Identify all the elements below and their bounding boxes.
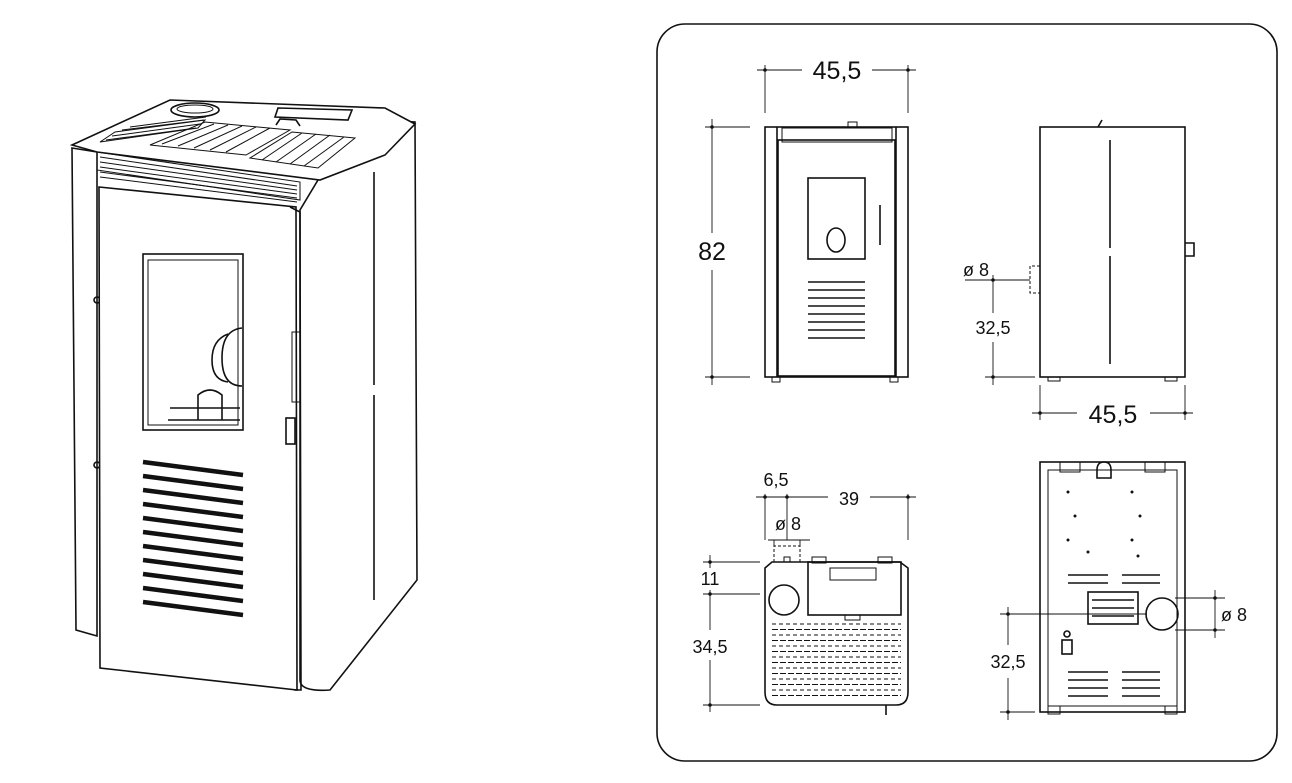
rear-body	[1039, 461, 1186, 713]
side-rear-handle	[1185, 242, 1195, 257]
grille-slat	[142, 529, 244, 548]
top-hopper-circle	[768, 584, 800, 616]
stove-front-door	[98, 186, 298, 691]
top-handle	[275, 118, 301, 127]
grille-slat	[142, 473, 244, 492]
grille-slat	[142, 515, 244, 534]
door-handle	[285, 417, 296, 445]
top-grille-left	[99, 116, 207, 143]
side-depth-label: 45,5	[1089, 401, 1138, 429]
burner-ring	[221, 327, 243, 387]
front-height-label: 82	[698, 238, 726, 266]
top-flue-outlet	[773, 545, 801, 562]
top-offset-label: 6,5	[763, 470, 788, 490]
top-view: 6,5 39 ø 8 11 34,5	[692, 470, 916, 715]
top-grille-center	[149, 121, 292, 156]
side-view: ø 8 32,5 45,5	[963, 119, 1195, 429]
pellet-hopper-rim	[176, 104, 214, 114]
pellet-hopper-lid	[170, 102, 220, 118]
front-air-grille	[142, 459, 244, 618]
control-panel-slot	[273, 107, 354, 121]
front-foot-right	[889, 376, 899, 383]
top-body	[764, 561, 909, 706]
rear-upper-vents	[1068, 574, 1160, 584]
top-control-slot	[829, 567, 877, 581]
top-flue-diameter-label: ø 8	[775, 514, 801, 534]
rear-flue-height-label: 32,5	[990, 652, 1025, 672]
top-back-offset-label: 11	[701, 569, 720, 589]
stove-side-panel	[299, 119, 418, 692]
burn-pot	[168, 389, 240, 421]
front-view: 45,5 82	[698, 57, 916, 385]
grille-slat	[142, 585, 244, 604]
burner-ring-inner	[211, 333, 229, 383]
front-foot-left	[771, 376, 781, 383]
rear-panel-block	[1087, 591, 1139, 625]
grille-slat	[142, 487, 244, 506]
top-lid	[807, 561, 902, 616]
fire-window-inner	[147, 259, 239, 426]
dimension-panel-frame	[656, 23, 1278, 762]
fire-window	[142, 253, 244, 431]
rear-inner-panel	[1047, 469, 1178, 707]
grille-slat	[142, 543, 244, 562]
side-flue-outlet	[1029, 265, 1040, 294]
rear-switch	[1061, 639, 1073, 655]
rear-view: ø 8 32,5	[990, 461, 1247, 720]
rear-screw-holes	[1066, 490, 1142, 558]
front-louvres	[808, 281, 865, 339]
front-width-label: 45,5	[813, 57, 862, 85]
front-top-knob	[847, 121, 858, 129]
top-lid-handle	[844, 615, 861, 621]
front-door	[777, 139, 896, 377]
side-foot-right	[1164, 376, 1178, 382]
grille-slat	[142, 571, 244, 590]
rear-lower-vents	[1068, 671, 1160, 697]
rear-flue-outlet	[1145, 597, 1179, 631]
door-edge	[289, 206, 302, 691]
side-flue-height-label: 32,5	[975, 318, 1010, 338]
top-spacing-label: 39	[839, 489, 859, 509]
grille-slat	[142, 557, 244, 576]
top-flue-depth-label: 34,5	[692, 637, 727, 657]
stove-perspective-illustration	[69, 99, 418, 692]
grille-slat	[142, 501, 244, 520]
side-foot-left	[1047, 376, 1061, 382]
stove-left-edge	[71, 147, 98, 638]
top-grille-right	[248, 131, 357, 169]
side-body	[1039, 126, 1186, 378]
side-flue-diameter-label: ø 8	[963, 260, 989, 280]
side-top-tab	[1097, 119, 1103, 128]
rear-fuse	[1063, 630, 1071, 638]
rear-flue-diameter-label: ø 8	[1221, 605, 1247, 625]
top-grille-lines	[772, 623, 901, 696]
front-burner	[826, 227, 846, 253]
front-top-grille	[781, 127, 893, 143]
front-louvre-band	[96, 151, 301, 203]
grille-slat	[142, 599, 244, 618]
door-hinge-strip	[291, 331, 301, 403]
rear-top-hook	[1096, 461, 1112, 479]
front-body	[764, 126, 909, 378]
front-window	[807, 177, 866, 260]
grille-slat	[142, 459, 244, 478]
